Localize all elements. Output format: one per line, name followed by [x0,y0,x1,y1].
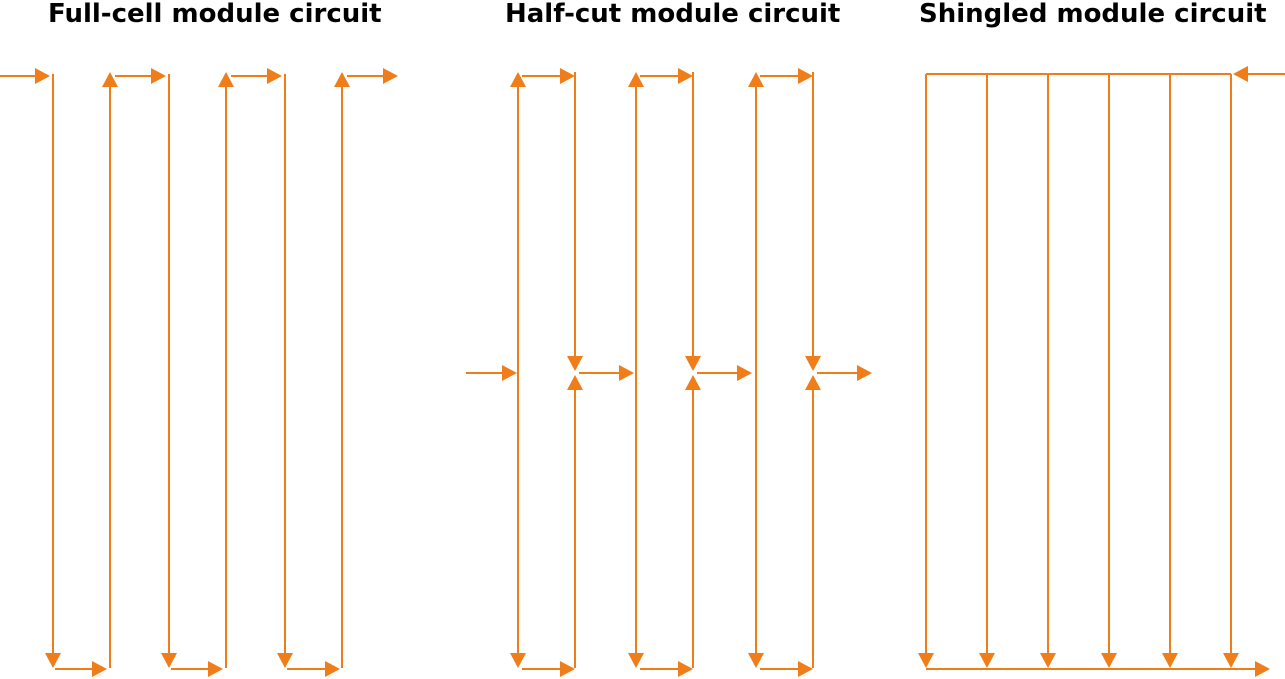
arrowhead-icon [151,68,166,84]
arrowhead-icon [1162,653,1178,668]
arrowhead-icon [798,68,813,84]
arrowhead-icon [567,356,583,371]
arrowhead-icon [510,653,526,668]
arrowhead-icon [748,72,764,87]
arrowhead-icon [267,68,282,84]
arrowhead-icon [1040,653,1056,668]
arrowhead-icon [805,356,821,371]
arrowhead-icon [685,356,701,371]
arrowhead-icon [737,365,752,381]
arrowhead-icon [35,68,50,84]
arrowhead-icon [1255,661,1270,677]
arrowhead-icon [567,375,583,390]
arrowhead-icon [678,68,693,84]
arrowhead-icon [510,72,526,87]
arrowhead-icon [334,72,350,87]
shingled-circuit [918,66,1285,677]
arrowhead-icon [218,72,234,87]
half-cut-title: Half-cut module circuit [505,0,841,29]
full-cell-circuit [0,68,398,677]
arrowhead-icon [161,653,177,668]
arrowhead-icon [325,661,340,677]
arrowhead-icon [619,365,634,381]
arrowhead-icon [918,653,934,668]
arrowhead-icon [208,661,223,677]
arrowhead-icon [678,661,693,677]
arrowhead-icon [277,653,293,668]
arrowhead-icon [805,375,821,390]
arrowhead-icon [628,72,644,87]
arrowhead-icon [628,653,644,668]
arrowhead-icon [857,365,872,381]
arrowhead-icon [979,653,995,668]
arrowhead-icon [748,653,764,668]
arrowhead-icon [798,661,813,677]
arrowhead-icon [1101,653,1117,668]
arrowhead-icon [685,375,701,390]
arrowhead-icon [1223,653,1239,668]
arrowhead-icon [92,661,107,677]
half-cut-circuit [466,68,872,677]
arrowhead-icon [560,68,575,84]
arrowhead-icon [102,72,118,87]
arrowhead-icon [45,653,61,668]
arrowhead-icon [1233,66,1248,82]
shingled-title: Shingled module circuit [919,0,1267,29]
arrowhead-icon [502,365,517,381]
full-cell-title: Full-cell module circuit [48,0,382,29]
arrowhead-icon [560,661,575,677]
arrowhead-icon [383,68,398,84]
